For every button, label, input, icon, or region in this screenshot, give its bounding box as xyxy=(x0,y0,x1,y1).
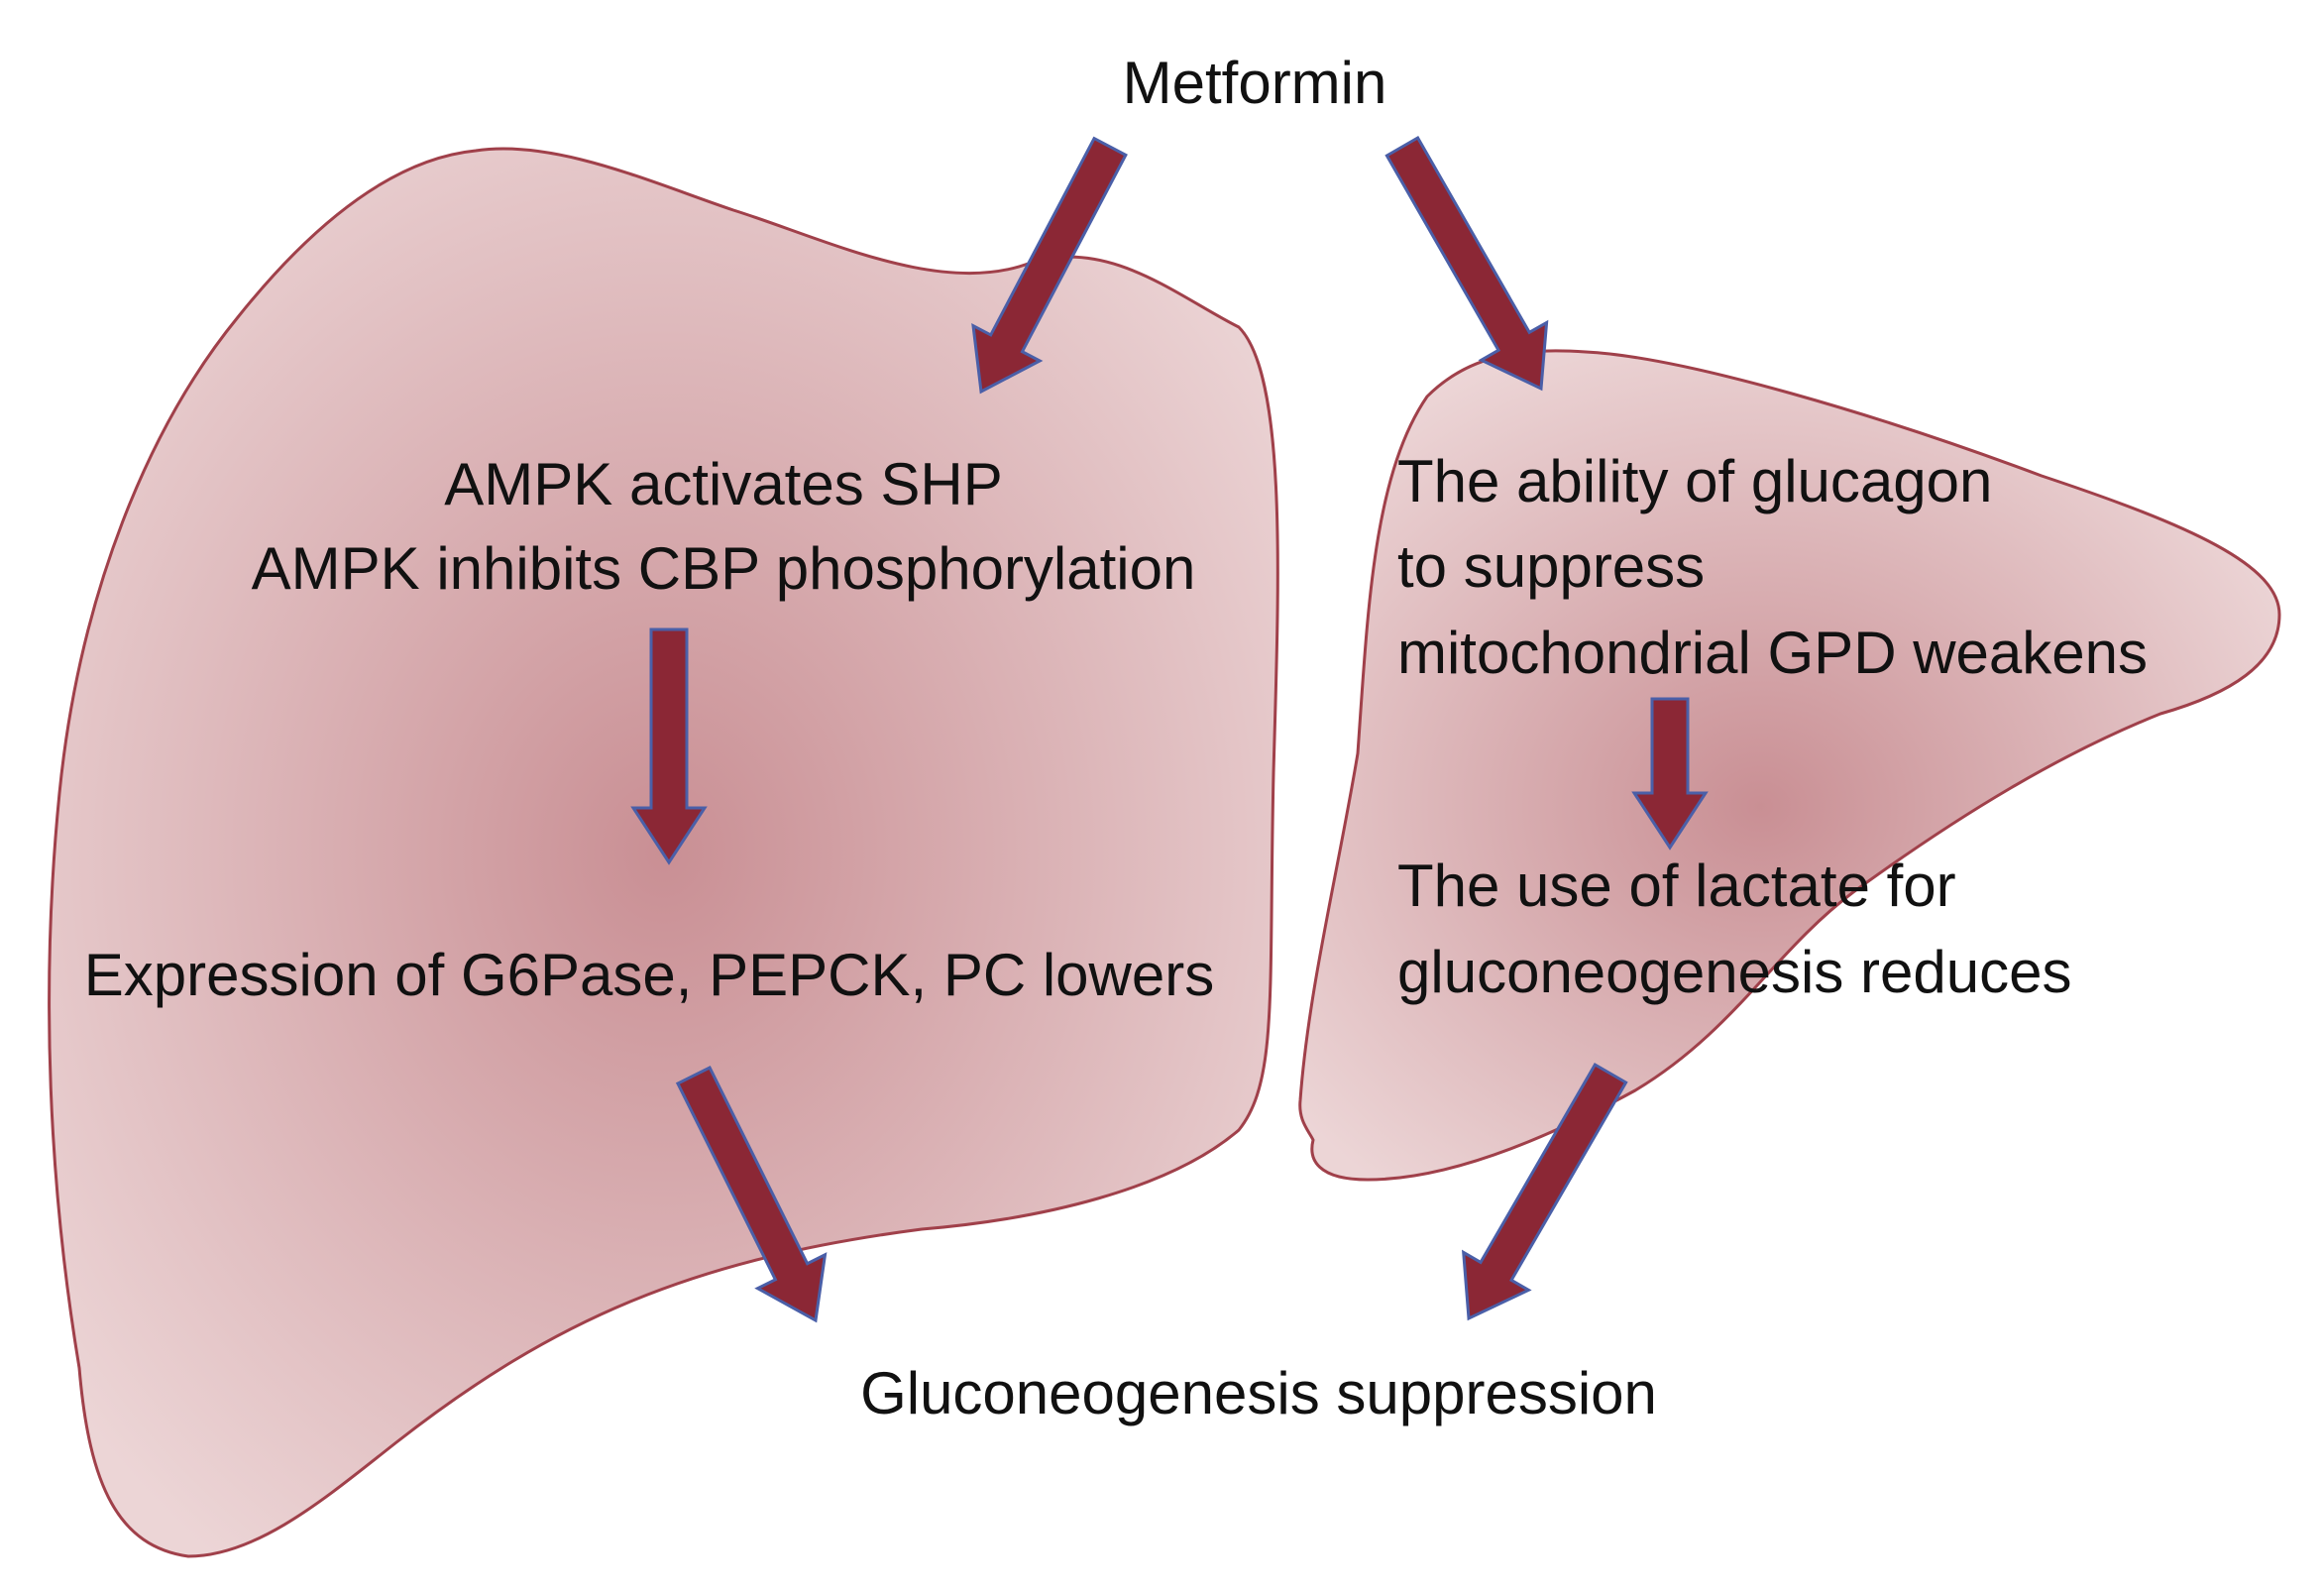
liver-right-lobe-icon xyxy=(1298,349,2281,1182)
glucagon-label-line3: mitochondrial GPD weakens xyxy=(1397,620,2149,686)
gluconeogenesis-suppression-label: Gluconeogenesis suppression xyxy=(860,1360,1657,1426)
metformin-label: Metformin xyxy=(1122,50,1387,116)
glucagon-to-lactate-arrow xyxy=(1631,697,1709,851)
lactate-to-suppression-arrow xyxy=(1461,1062,1628,1321)
glucagon-label-line2: to suppress xyxy=(1397,533,1706,600)
metformin-to-right-lobe-arrow xyxy=(1384,135,1549,392)
ampk-to-expression-arrow xyxy=(630,627,708,865)
arrows-layer xyxy=(630,135,1709,1323)
glucagon-label-line1: The ability of glucagon xyxy=(1397,448,1993,514)
lactate-label-line1: The use of lactate for xyxy=(1397,853,1956,919)
ampk-cbp-label: AMPK inhibits CBP phosphorylation xyxy=(251,535,1196,602)
metformin-to-left-lobe-arrow xyxy=(971,136,1128,395)
expression-to-suppression-arrow xyxy=(675,1065,828,1323)
expression-label: Expression of G6Pase, PEPCK, PC lowers xyxy=(83,942,1215,1008)
lactate-label-line2: gluconeogenesis reduces xyxy=(1397,939,2072,1005)
ampk-shp-label: AMPK activates SHP xyxy=(444,451,1003,517)
